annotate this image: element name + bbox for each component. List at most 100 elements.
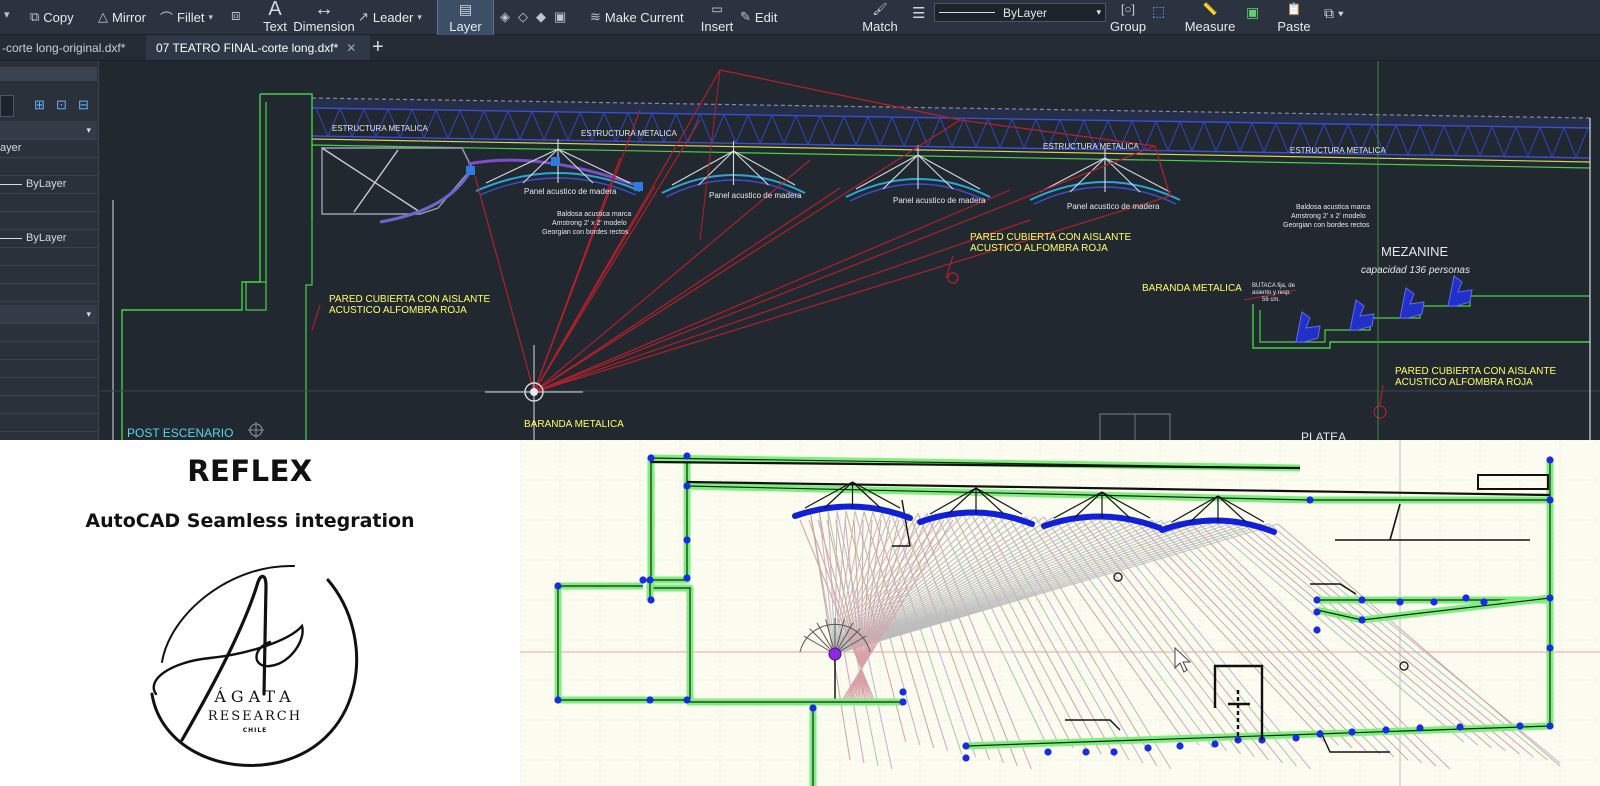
ceiling-yellow-line (311, 138, 1591, 163)
plus-icon[interactable]: + (372, 36, 384, 58)
receiver-marker[interactable] (1113, 572, 1123, 582)
truss-member (1407, 125, 1421, 155)
prop-row[interactable] (0, 211, 97, 230)
layer-button[interactable]: ▤ Layer (437, 0, 494, 38)
prop-row[interactable] (0, 341, 97, 360)
select-objects-icon[interactable]: ⊡ (56, 97, 67, 112)
simulated-ray (834, 513, 937, 655)
panel-hanger (1189, 495, 1219, 523)
panel-hanger (733, 150, 796, 186)
fan-arc (799, 623, 871, 653)
text-button[interactable]: A Text (263, 0, 287, 34)
truss-member (747, 114, 761, 144)
prop-row-layer[interactable]: ayer (0, 139, 97, 158)
prop-row[interactable] (0, 377, 97, 396)
mirror-button[interactable]: △ Mirror (98, 9, 146, 25)
grip-point[interactable] (634, 182, 643, 191)
list-icon[interactable]: ☰ (912, 5, 926, 22)
quick-select-icon[interactable]: ⊟ (78, 97, 89, 112)
truss-member (315, 107, 329, 137)
prop-row-lineweight[interactable]: ByLayer (0, 229, 97, 248)
close-icon[interactable]: ✕ (346, 40, 357, 55)
group-button[interactable]: [○] Group (1110, 0, 1146, 38)
simulated-ray (834, 512, 892, 655)
section-general[interactable]: ▾ (0, 121, 97, 140)
tab-original[interactable]: -corte long-original.dxf* (2, 40, 126, 55)
linetype-combo[interactable]: ByLayer ▾ (934, 3, 1106, 22)
truss-member (651, 113, 665, 143)
group-edit-icon[interactable]: ⬚ (1152, 3, 1166, 19)
simulation-canvas[interactable] (520, 440, 1600, 786)
grip-point[interactable] (466, 166, 475, 175)
label-baldosa: Amstrong 2' x 2' modelo (552, 220, 627, 227)
simulation-viewport[interactable] (520, 440, 1600, 786)
truss-member (1095, 120, 1109, 150)
layer-state-icon[interactable]: ◈ (500, 9, 510, 24)
truss-member (399, 109, 413, 138)
leader-button[interactable]: ↗ Leader ▾ (358, 9, 422, 25)
dimension-button[interactable]: ↔ Dimension (293, 0, 355, 34)
autocad-window: ▾ ⧉ Copy △ Mirror ⌒ Fillet ▾ ⧈ A Text ↔ … (0, 0, 1600, 440)
sound-source-marker[interactable] (524, 382, 544, 402)
prop-row-linetype[interactable]: ByLayer (0, 175, 97, 194)
reflection-ray (699, 69, 721, 241)
layer-lock-icon[interactable]: ▣ (554, 9, 567, 24)
label-baldosa: Georgian con bordes rectos (1283, 222, 1370, 229)
vertex-point (1144, 744, 1152, 752)
roof-line (649, 460, 1301, 470)
prop-row[interactable] (0, 283, 97, 302)
prop-row[interactable] (0, 413, 97, 432)
label-baranda: BARANDA METALICA (1142, 283, 1242, 294)
make-current-button[interactable]: ≋ Make Current (590, 9, 684, 25)
edit-button[interactable]: ✎ Edit (740, 9, 778, 25)
prop-row[interactable] (0, 193, 97, 212)
truss-member (519, 111, 533, 140)
fillet-button[interactable]: ⌒ Fillet ▾ (160, 9, 213, 26)
copy-clip-icon[interactable]: ⧉ ▾ (1324, 5, 1344, 21)
vertex-point (1546, 594, 1554, 602)
vertex-point (1382, 726, 1390, 734)
vertex-point (1396, 598, 1404, 606)
simulated-ray (917, 513, 1018, 767)
leader-line (945, 255, 954, 279)
truss-member (531, 111, 545, 140)
chevron-down-icon: ▾ (1096, 7, 1101, 17)
layer-isolate-icon[interactable]: ◆ (536, 9, 546, 24)
array-icon[interactable]: ⧈ (231, 7, 241, 24)
quick-select-icon[interactable]: ▣ (1246, 4, 1260, 20)
match-button[interactable]: 🖌 Match (862, 0, 898, 38)
vertex-point (1358, 616, 1366, 624)
receiver-marker[interactable] (1399, 661, 1409, 671)
layer-match-icon[interactable]: ◇ (518, 9, 528, 24)
paste-button[interactable]: 📋 Paste (1277, 0, 1310, 38)
simulated-ray (1097, 518, 1297, 767)
prop-row[interactable] (0, 395, 97, 414)
truss-member (807, 115, 821, 145)
drawing-canvas[interactable]: ESTRUCTURA METALICA ESTRUCTURA METALICA … (100, 61, 1600, 440)
panel-hanger (557, 148, 594, 184)
chevron-down-icon[interactable]: ▾ (4, 9, 10, 21)
truss-member (927, 117, 941, 147)
object-select-combo[interactable] (0, 95, 14, 117)
prop-row[interactable] (0, 265, 97, 284)
sound-source-point[interactable] (828, 647, 842, 661)
label-panel: Panel acustico de madera (524, 187, 617, 196)
grip-point[interactable] (551, 157, 560, 166)
prop-row[interactable] (0, 157, 97, 176)
simulated-ray (834, 519, 1153, 655)
grid (520, 440, 1600, 786)
simulated-ray (1016, 515, 1172, 770)
tab-teatro-final[interactable]: 07 TEATRO FINAL-corte long.dxf* ✕ (146, 35, 370, 60)
copy-button[interactable]: ⧉ Copy (30, 9, 74, 25)
prop-row[interactable] (0, 323, 97, 342)
section-3d[interactable]: ▾ (0, 305, 97, 324)
truss-member (1023, 119, 1037, 149)
measure-button[interactable]: 📏 Measure (1185, 0, 1236, 38)
simulated-ray (834, 515, 1018, 655)
truss-member (639, 113, 653, 142)
prop-row[interactable] (0, 247, 97, 266)
prop-row[interactable] (0, 359, 97, 378)
insert-button[interactable]: ▭ Insert (700, 0, 734, 38)
toggle-pickadd-icon[interactable]: ⊞ (34, 97, 45, 112)
promo-panel: REFLEX AutoCAD Seamless integration ÁGAT… (0, 440, 520, 786)
